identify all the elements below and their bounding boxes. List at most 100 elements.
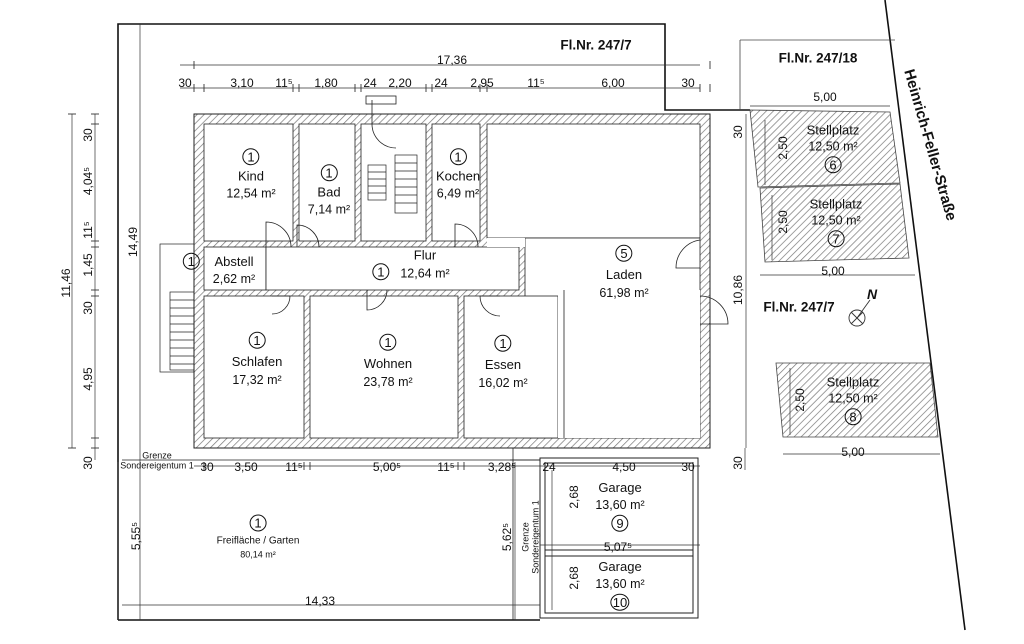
room-name: Kind bbox=[237, 168, 265, 184]
room-number: 1 bbox=[249, 514, 267, 532]
north-label: N bbox=[866, 286, 878, 302]
room-kochen: 1 Kochen 6,49 m² bbox=[436, 148, 480, 200]
parcel-label-right: Fl.Nr. 247/18 bbox=[778, 50, 858, 66]
dim-garage1-len: 2,68 bbox=[567, 485, 581, 509]
dim-left-segment: 30 bbox=[81, 301, 95, 315]
room-area: 7,14 m² bbox=[307, 202, 351, 217]
stellplatz-8: Stellplatz 12,50 m² 8 bbox=[826, 374, 880, 425]
dim-garden-depth: 5,55⁵ bbox=[129, 521, 143, 551]
parcel-label-main: Fl.Nr. 247/7 bbox=[560, 37, 632, 53]
dim-left-segment: 4,95 bbox=[81, 367, 95, 391]
parcel-label-main-lower: Fl.Nr. 247/7 bbox=[763, 299, 835, 315]
room-name: Bad bbox=[317, 184, 341, 200]
room-area: 12,50 m² bbox=[828, 391, 878, 406]
room-name: Essen bbox=[484, 356, 522, 372]
neighbour-parcel bbox=[739, 39, 895, 110]
room-name: Freifläche / Garten bbox=[216, 535, 300, 547]
room-number: 8 bbox=[844, 407, 862, 425]
room-number: 10 bbox=[610, 593, 630, 611]
dim-bottom-segment: 4,50 bbox=[612, 460, 636, 474]
dim-bottom-segment: 3,50 bbox=[234, 460, 258, 474]
dim-left-segment: 30 bbox=[81, 456, 95, 470]
parking-places bbox=[749, 109, 939, 438]
room-garage-1: Garage 13,60 m² 9 bbox=[595, 479, 645, 532]
room-area: 12,54 m² bbox=[226, 186, 276, 201]
dim-stell7-len: 2,50 bbox=[776, 210, 790, 234]
room-area: 12,50 m² bbox=[808, 139, 858, 154]
room-garage-2: Garage 13,60 m² 10 bbox=[595, 560, 645, 611]
room-bad: 1 Bad 7,14 m² bbox=[308, 164, 350, 216]
dimension-ticks bbox=[68, 61, 711, 470]
dim-garage-width: 5,07⁵ bbox=[603, 540, 633, 554]
dim-top-segment: 2,20 bbox=[388, 76, 412, 90]
room-kind: 1 Kind 12,54 m² bbox=[226, 148, 276, 201]
room-area: 6,49 m² bbox=[436, 186, 480, 201]
room-area: 80,14 m² bbox=[240, 549, 276, 560]
room-area: 1 12,64 m² bbox=[372, 263, 450, 281]
dim-top-segment: 3,10 bbox=[230, 76, 254, 90]
dim-top-segment: 1,80 bbox=[314, 76, 338, 90]
room-schlafen: 1 Schlafen 17,32 m² bbox=[231, 331, 283, 387]
dim-top-segment: 6,00 bbox=[601, 76, 625, 90]
dim-bottom-segment: 11⁵ bbox=[285, 460, 303, 474]
room-name: Kochen bbox=[435, 168, 481, 184]
room-number: 1 bbox=[182, 252, 200, 270]
room-name: Schlafen bbox=[231, 353, 283, 369]
dim-right-wall: 30 bbox=[731, 125, 745, 139]
dim-bottom-segment: 3,28⁵ bbox=[487, 460, 517, 474]
room-name: Stellplatz bbox=[806, 122, 860, 138]
dim-laden-depth: 10,86 bbox=[731, 274, 745, 306]
room-name: Laden bbox=[605, 266, 643, 282]
doors bbox=[265, 95, 729, 325]
dim-bottom-segment: 11⁵ bbox=[437, 460, 455, 474]
room-area: 16,02 m² bbox=[478, 375, 528, 390]
special-boundary bbox=[122, 448, 540, 620]
dim-stell8-len: 2,50 bbox=[793, 388, 807, 412]
room-area: 23,78 m² bbox=[363, 374, 413, 389]
room-name: Garage bbox=[598, 479, 642, 495]
boundary-label-vertical: Grenze Sondereigentum 1 bbox=[520, 500, 541, 574]
dimension-lines bbox=[71, 24, 940, 620]
room-area: 12,50 m² bbox=[811, 213, 861, 228]
room-name: 1 Abstell bbox=[182, 252, 255, 270]
room-number: 5 bbox=[615, 244, 633, 262]
dim-top-segment: 11⁵ bbox=[527, 76, 545, 90]
room-garten: 1 Freifläche / Garten 80,14 m² bbox=[216, 514, 300, 560]
room-laden: 5 Laden 61,98 m² bbox=[599, 244, 649, 300]
dim-left-segment: 11⁵ bbox=[81, 221, 95, 239]
dim-garage2-len: 2,68 bbox=[567, 566, 581, 590]
dim-bottom-segment: 24 bbox=[542, 460, 556, 474]
room-area: 13,60 m² bbox=[595, 576, 645, 591]
room-name: Stellplatz bbox=[826, 374, 880, 390]
room-area: 13,60 m² bbox=[595, 497, 645, 512]
room-number: 7 bbox=[827, 229, 845, 247]
room-essen: 1 Essen 16,02 m² bbox=[478, 334, 528, 390]
dim-stell6-len: 2,50 bbox=[776, 136, 790, 160]
dim-bottom-segment: 30 bbox=[681, 460, 695, 474]
dim-top-segment: 24 bbox=[434, 76, 448, 90]
dim-bottom-segment: 5,00⁵ bbox=[372, 460, 402, 474]
dim-left-outer: 14,49 bbox=[126, 226, 140, 258]
room-area: 2,62 m² bbox=[212, 271, 256, 286]
dim-garage-depth: 5,62⁵ bbox=[500, 522, 514, 552]
room-wohnen: 1 Wohnen 23,78 m² bbox=[363, 333, 413, 389]
room-name: Flur bbox=[413, 247, 437, 263]
dim-top-segment: 24 bbox=[363, 76, 377, 90]
stellplatz-7: Stellplatz 12,50 m² 7 bbox=[810, 197, 862, 247]
room-flur: Flur 1 12,64 m² bbox=[372, 247, 450, 281]
room-number: 1 bbox=[320, 164, 338, 182]
building-walls bbox=[193, 113, 711, 449]
room-name: Wohnen bbox=[363, 355, 413, 371]
room-area: 17,32 m² bbox=[232, 372, 282, 387]
dim-top-segment: 30 bbox=[681, 76, 695, 90]
dim-stell-width-mid: 5,00 bbox=[821, 264, 845, 278]
dim-stell-width-top: 5,00 bbox=[813, 90, 837, 104]
dim-top-segment: 2,95 bbox=[470, 76, 494, 90]
dim-left-segment: 1,45 bbox=[81, 253, 95, 277]
room-area: 61,98 m² bbox=[599, 285, 649, 300]
room-number: 1 bbox=[449, 148, 467, 166]
dim-stell-width-low: 5,00 bbox=[841, 445, 865, 459]
room-abstell: 1 Abstell 2,62 m² bbox=[182, 252, 256, 286]
room-number: 9 bbox=[611, 514, 629, 532]
